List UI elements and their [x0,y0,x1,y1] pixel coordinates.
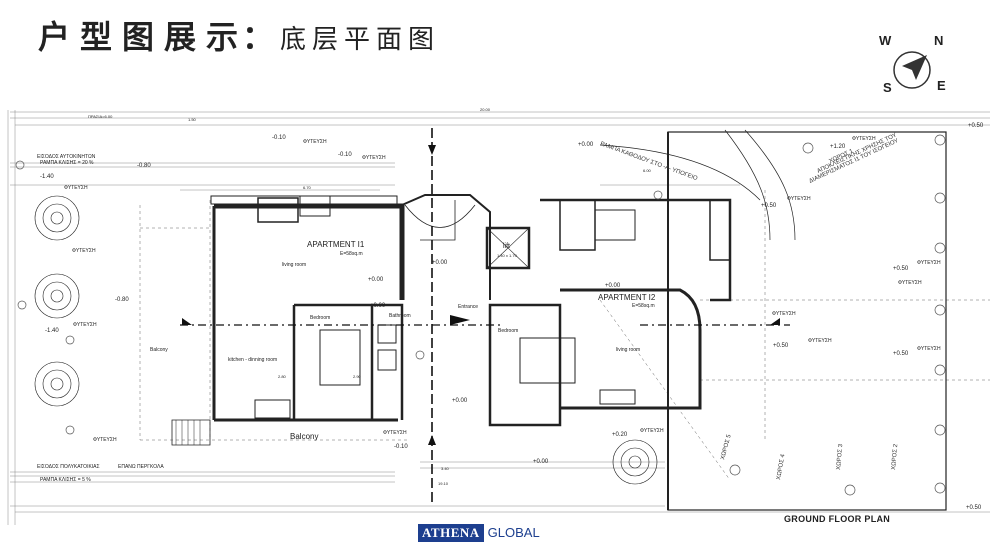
level-mark: +1.20 [830,144,846,150]
plant-label: ΦΥΤΕΥΣΗ [383,430,407,436]
level-mark: -0.10 [338,152,352,158]
entrance-label: Entrance [458,304,479,310]
plant-label: ΦΥΤΕΥΣΗ [640,428,664,434]
living-room-1: living room [282,262,307,268]
plant-label: ΦΥΤΕΥΣΗ [787,196,811,202]
compass-arrow-icon [893,51,931,89]
dim-150: 1.50 [188,117,196,122]
level-mark: -1.40 [40,174,54,180]
level-mark: -0.10 [272,135,286,141]
plant-label: ΦΥΤΕΥΣΗ [898,280,922,286]
floor-plan-drawing: ΡΑΜΠΑ ΚΑΘΟΔΟΥ ΣΤΟ -Α- ΥΠΟΓΕΙΟ ΧΩΡΟΣ 1 ΑΠ… [7,110,990,525]
logo-text: GLOBAL [487,525,540,540]
balcony-bottom: Balcony [290,432,319,441]
level-mark: +0.00 [370,303,386,309]
title-colon: ： [242,19,275,55]
level-mark: +0.50 [761,203,777,209]
level-mark: -0.80 [137,163,151,169]
plant-label: ΦΥΤΕΥΣΗ [64,185,88,191]
compass-n: N [934,33,944,48]
living-room-2: living room [616,347,641,353]
lift-dimensions: 1.40 x 1.70 [497,253,517,258]
level-mark: +0.00 [578,142,594,148]
level-mark: +0.50 [966,505,982,511]
dim-340: 3.40 [441,466,449,471]
dim-290: 2.90 [353,374,361,379]
apartment1-area: E=58sq.m [340,251,363,257]
level-mark: +0.00 [452,398,468,404]
logo-box: ATHENA [418,524,484,542]
level-mark: -1.40 [45,328,59,334]
level-mark: +0.00 [368,277,384,283]
plant-label: ΦΥΤΕΥΣΗ [303,139,327,145]
level-mark: +0.50 [893,266,909,272]
zone2-label: ΧΩΡΟΣ 2 [891,443,899,470]
dim-1910: 19.10 [438,481,449,486]
dim-top: 20.00 [480,107,491,112]
dim-280: 2.80 [278,374,286,379]
plant-label: ΦΥΤΕΥΣΗ [852,136,876,142]
note-ramp-top: ΡΑΜΠΑ ΚΛΙΣΗΣ = 20 % [40,160,94,166]
note-entry-cars: ΕΙΣΟΔΟΣ ΑΥΤΟΚΙΝΗΤΩΝ [37,154,96,160]
apartment2-name: APARTMENT I2 [598,293,656,302]
apartment2-area: E=58sq.m [632,303,655,309]
level-mark: -0.10 [394,444,408,450]
plant-label: ΦΥΤΕΥΣΗ [93,437,117,443]
dim-top-left: ΠΡΑΣΙΑ=6.00 [88,114,113,119]
note-ramp-bottom: ΡΑΜΠΑ ΚΛΙΣΗΣ = 5 % [40,477,91,483]
plant-label: ΦΥΤΕΥΣΗ [73,322,97,328]
note-entry-building: ΕΙΣΟΔΟΣ ΠΟΛΥΚΑΤΟΙΚΙΑΣ [37,464,100,470]
page-title: 户型图展示：底层平面图 [38,12,440,58]
plant-label: ΦΥΤΕΥΣΗ [362,155,386,161]
bathroom-1: Bathroom [389,313,411,319]
bedroom-1: Bedroom [310,315,331,321]
title-subtitle: 底层平面图 [280,24,441,54]
apartment1-name: APARTMENT I1 [307,240,365,249]
dim-670: 6.70 [303,185,311,190]
lift-label: lift [503,243,510,250]
plant-label: ΦΥΤΕΥΣΗ [917,346,941,352]
level-mark: -0.80 [115,297,129,303]
level-mark: +0.50 [968,123,984,129]
plant-label: ΦΥΤΕΥΣΗ [808,338,832,344]
level-mark: +0.00 [605,283,621,289]
kitchen-1: kitchen - dinning room [228,357,278,363]
compass-w: W [879,33,892,48]
level-mark: +0.00 [533,459,549,465]
plant-label: ΦΥΤΕΥΣΗ [772,311,796,317]
level-mark: +0.20 [612,432,628,438]
note-pergola: ΕΠΑΝΩ ΠΕΡΓΚΟΛΑ [118,464,164,470]
compass: W N S E [872,30,962,100]
plan-title: GROUND FLOOR PLAN [784,514,891,524]
zone3-label: ΧΩΡΟΣ 3 [836,443,844,470]
title-main: 户型图展示 [38,19,249,55]
bedroom-2: Bedroom [498,328,519,334]
plant-label: ΦΥΤΕΥΣΗ [72,248,96,254]
balcony-left: Balcony [150,347,168,353]
level-mark: +0.50 [893,351,909,357]
level-mark: +0.50 [773,343,789,349]
plant-label: ΦΥΤΕΥΣΗ [917,260,941,266]
compass-s: S [883,80,892,95]
compass-e: E [937,78,946,93]
level-mark: +0.00 [432,260,448,266]
zone4-label: ΧΩΡΟΣ 4 [776,453,787,480]
dim-600: 6.00 [643,168,651,173]
